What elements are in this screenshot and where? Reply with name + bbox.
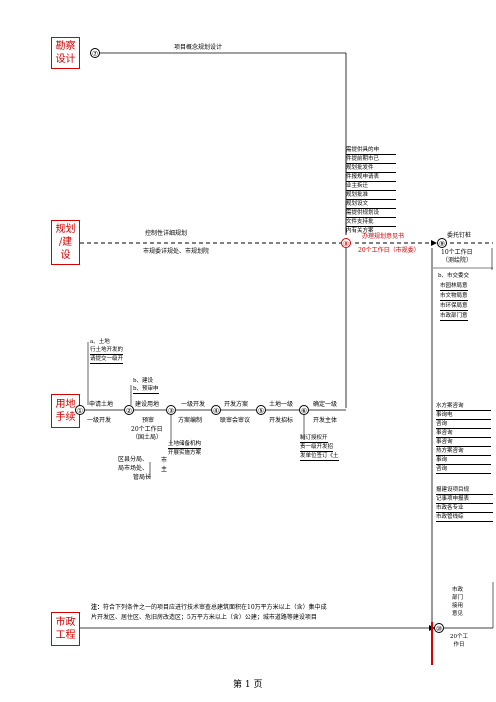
planning-control-label: 控制性详细规划 bbox=[145, 230, 188, 237]
materials-item: 规划批发件 bbox=[346, 164, 396, 173]
materials-item: 需提供规划设 bbox=[346, 209, 396, 218]
consult-list-2: 报建设项目规 记事项申报表 市政各专业 市政管线综 bbox=[436, 486, 493, 522]
land-note-d2-line: 市 bbox=[161, 457, 168, 464]
stake-label: 委托钉桩 bbox=[447, 232, 472, 239]
primary-dev-label: 一级开发 bbox=[87, 417, 112, 424]
plan-dev-label: 一级开发 bbox=[181, 401, 206, 408]
prejudge-bureau: （国土局） bbox=[132, 434, 163, 441]
page-number: 第 1 页 bbox=[233, 680, 263, 690]
confirm-label: 确定一级 bbox=[313, 401, 338, 408]
consult2-item: 记事项申报表 bbox=[436, 495, 493, 504]
municipal-opinion-line: 意见 bbox=[452, 611, 464, 617]
prejudge-days: 20个工作日 bbox=[131, 426, 163, 433]
consult2-item: 市政各专业 bbox=[436, 504, 493, 513]
consult2-item: 市政管线综 bbox=[436, 513, 493, 522]
materials-item: 件报规申请表 bbox=[346, 173, 396, 182]
lane-municipal-label: 市政 工程 bbox=[55, 617, 76, 641]
land-note-e-line: 制订授权开 bbox=[300, 435, 328, 443]
note-line-1: 符合下列条件之一的项目应进行技术审查总建筑面积在10万平方米以上（含）集中成 bbox=[103, 604, 327, 611]
step-node-10: ⑩ bbox=[434, 623, 444, 633]
land-review-label: 建设用地 bbox=[135, 401, 160, 408]
land-note-e-line: 责一级开发招 bbox=[300, 444, 334, 452]
land-note-c-line: 土地储备机构 bbox=[168, 441, 202, 449]
plan-compile-label: 方案编制 bbox=[178, 417, 203, 424]
land-note-d-line: 管局长 bbox=[133, 474, 152, 481]
planning-agency-label: 市规委详规处、市规划院 bbox=[143, 248, 210, 255]
apply-land-label: 申请土地 bbox=[89, 401, 114, 408]
step-node-1: ① bbox=[75, 405, 85, 415]
note-line-2: 片开发区、居住区、危旧房改造区；5万平方米以上（含）公建；城市道路等建设项目 bbox=[91, 614, 317, 621]
materials-item: 规划设文 bbox=[346, 200, 396, 209]
materials-item: 内有关方案 bbox=[346, 228, 374, 234]
municipal-opinion-line: 市政 bbox=[452, 587, 464, 593]
prejudge-label: 预审 bbox=[142, 417, 155, 424]
land-note-c-line: 开展实施方案 bbox=[168, 450, 202, 456]
lane-survey-label: 勘察 设计 bbox=[55, 41, 76, 65]
municipal-opinion: 市政 部门 接用 意见 bbox=[452, 586, 463, 618]
stake-days: 10个工作日 bbox=[441, 249, 473, 256]
right-notes-title: b、市交委交 bbox=[438, 273, 470, 279]
confirm-label-2: 开发主体 bbox=[313, 417, 338, 424]
municipal-opinion-line: 接用 bbox=[452, 603, 464, 609]
step-node-2: ② bbox=[124, 405, 134, 415]
note-label: 注： bbox=[91, 604, 104, 611]
land-note-a-line: 行土地开发的 bbox=[90, 347, 124, 355]
land-note-a-line: 请提交一级开 bbox=[90, 356, 124, 364]
step-node-3: ③ bbox=[166, 405, 176, 415]
consult-item: 事咨询 bbox=[436, 438, 491, 447]
consult-item: 事咨询 bbox=[436, 429, 491, 438]
step-node-7: ⑦ bbox=[90, 48, 100, 58]
municipal-days-line: 20个工 bbox=[450, 634, 468, 640]
planning-opinion-days: 20个工作日（市规委） bbox=[358, 247, 420, 254]
right-note-item: 市政部门意 bbox=[440, 313, 468, 321]
step-node-4: ④ bbox=[211, 405, 221, 415]
materials-item: 文件支持批 bbox=[346, 218, 396, 227]
tender-label-2: 开发招标 bbox=[269, 417, 294, 424]
survey-concept-label: 项目概念规划设计 bbox=[174, 44, 223, 51]
land-note-b-line: b、预审申 bbox=[133, 386, 159, 394]
land-note-d-line: 局市场处、 bbox=[118, 465, 149, 472]
lane-land-label: 用地 手续 bbox=[55, 399, 76, 423]
land-note-b-title: b、建设 bbox=[133, 378, 154, 384]
lane-planning-construction: 规划 /建 设 bbox=[51, 220, 80, 265]
stake-org: （测绘院） bbox=[442, 257, 473, 264]
municipal-days: 20个工 作日 bbox=[450, 633, 468, 649]
tender-label: 土地一级 bbox=[269, 401, 294, 408]
consult-item: 咨询 bbox=[436, 465, 491, 474]
lane-survey-design: 勘察 设计 bbox=[51, 37, 80, 69]
materials-item: 规划批准 bbox=[346, 191, 396, 200]
lane-municipal-engineering: 市政 工程 bbox=[51, 612, 80, 646]
materials-item: 件提前期市已 bbox=[346, 155, 396, 164]
municipal-opinion-line: 部门 bbox=[452, 595, 464, 601]
materials-item: 业主拆迁 bbox=[346, 182, 396, 191]
consult-item: 事询 bbox=[436, 456, 491, 465]
step-node-8: ⑧ bbox=[341, 238, 351, 248]
land-note-d-line: 区县分局、 bbox=[118, 456, 149, 463]
consult-item: 咨询 bbox=[436, 420, 491, 429]
land-note-e-line: 发单位签订《土 bbox=[300, 453, 339, 461]
planning-opinion-label: 办理规划意见书 bbox=[362, 233, 405, 240]
right-note-item: 市园林局意 bbox=[440, 283, 468, 291]
materials-item: 需提供具的申 bbox=[346, 146, 396, 155]
municipal-days-line: 作日 bbox=[453, 642, 465, 648]
review-plan-label: 开发方案 bbox=[224, 401, 249, 408]
materials-list: 需提供具的申 件提前期市已 规划批发件 件报规申请表 业主拆迁 规划批准 规划设… bbox=[346, 146, 396, 235]
right-note-item: 市环保局意 bbox=[440, 303, 468, 311]
consult-item: 水方案咨询 bbox=[436, 402, 491, 411]
step-node-6: ⑥ bbox=[299, 405, 309, 415]
consult-item: 热方案咨询 bbox=[436, 447, 491, 456]
consult-item: 事询电 bbox=[436, 411, 491, 420]
lane-planning-label: 规划 /建 设 bbox=[55, 224, 76, 261]
consult2-item: 报建设项目规 bbox=[436, 486, 493, 495]
land-note-a-title: a、土地 bbox=[90, 339, 110, 345]
review-org-label: 联审会审议 bbox=[220, 417, 251, 424]
step-node-9: ⑨ bbox=[437, 238, 447, 248]
right-note-item: 市文物局意 bbox=[440, 293, 468, 301]
step-node-5: ⑤ bbox=[256, 405, 266, 415]
consult-list: 水方案咨询 事询电 咨询 事咨询 事咨询 热方案咨询 事询 咨询 bbox=[436, 402, 491, 474]
land-note-d2-line: 主 bbox=[161, 466, 168, 473]
